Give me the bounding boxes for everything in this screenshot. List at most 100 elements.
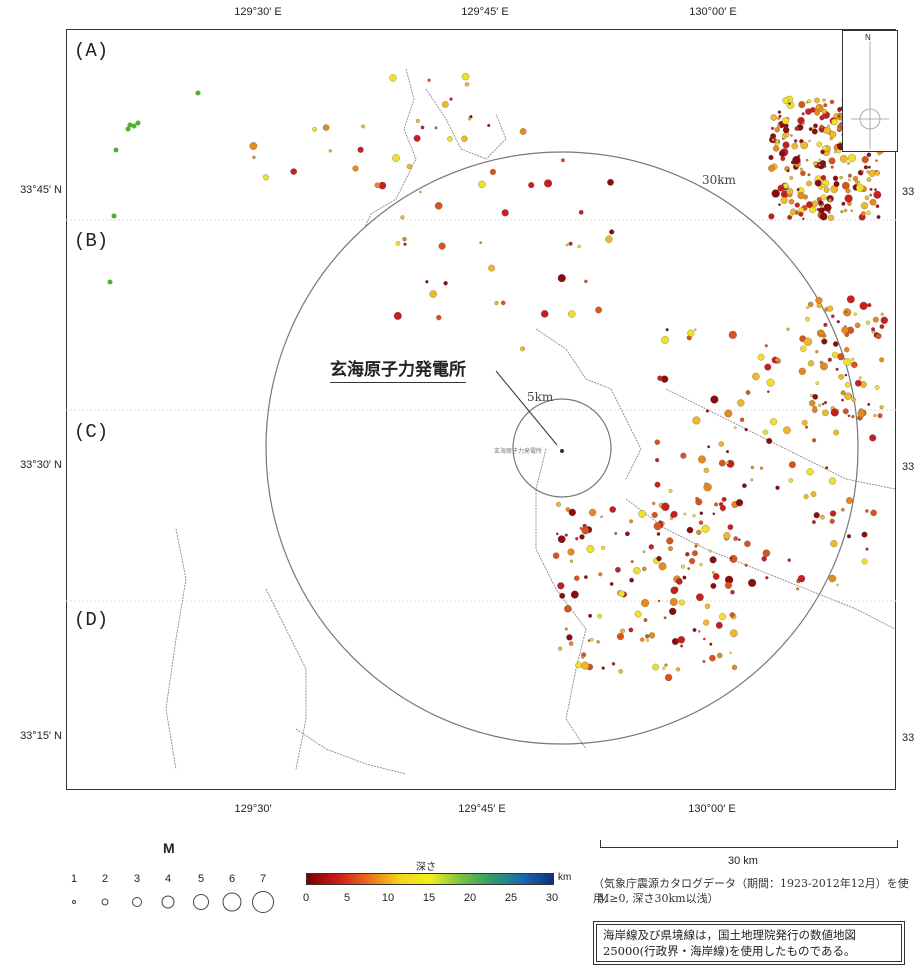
epicenter-dot: [823, 187, 830, 193]
epicenter-dot: [668, 546, 673, 552]
epicenter-dot: [800, 345, 807, 352]
epicenter-dot: [818, 403, 822, 408]
epicenter-dot: [880, 316, 888, 324]
epicenter-dot: [836, 583, 839, 587]
epicenter-dot: [718, 459, 726, 467]
epicenter-dot: [657, 599, 661, 603]
epicenter-dot: [788, 198, 795, 205]
epicenter-dot: [820, 194, 827, 201]
epicenter-dot: [669, 607, 677, 616]
epicenter-dot: [494, 301, 499, 306]
epicenter-dot: [868, 169, 876, 177]
epicenter-dot: [838, 374, 844, 380]
epicenter-dot: [750, 465, 755, 470]
scale-bar: [600, 840, 898, 848]
epicenter-dot: [811, 520, 816, 525]
epicenter-dot: [818, 158, 822, 162]
top-lon-label-3: 130°00′ E: [689, 6, 737, 18]
epicenter-dot: [615, 566, 621, 573]
epicenter-dot: [805, 316, 810, 322]
epicenter-dot: [479, 241, 483, 245]
epicenter-dot: [809, 206, 817, 214]
epicenter-dot: [847, 153, 857, 163]
epicenter-dot: [782, 141, 790, 149]
epicenter-dot: [822, 409, 829, 417]
epicenter-dot: [805, 425, 809, 429]
depth-colorbar: [306, 873, 554, 885]
epicenter-dot: [520, 346, 526, 352]
epicenter-dot: [357, 146, 364, 153]
epicenter-dot: [775, 485, 780, 490]
epicenter-dot: [828, 198, 832, 203]
epicenter-dot: [829, 99, 835, 105]
epicenter-dot: [658, 562, 667, 571]
epicenter-dot: [874, 188, 877, 192]
epicenter-dot: [642, 550, 646, 554]
epicenter-dot: [762, 549, 771, 557]
epicenter-dot: [842, 408, 849, 415]
epicenter-dot: [730, 589, 735, 595]
epicenter-dot: [829, 130, 837, 138]
epicenter-dot: [657, 375, 663, 381]
epicenter-dot: [710, 582, 717, 589]
coastline-source-note: 海岸線及び県境線は，国土地理院発行の数値地図 25000(行政界・海岸線)を使用…: [593, 921, 905, 965]
epicenter-dot: [857, 409, 866, 418]
epicenter-dot: [733, 426, 737, 430]
epicenter-dot: [818, 207, 825, 214]
map-canvas: [66, 68, 896, 775]
epicenter-dot: [803, 494, 809, 500]
epicenter-dot: [710, 395, 719, 404]
epicenter-dot: [609, 229, 615, 235]
epicenter-dot: [841, 202, 846, 206]
epicenter-dot: [584, 575, 588, 579]
epicenter-dot: [818, 329, 825, 336]
bottom-lon-label-1: 129°30′: [234, 803, 272, 815]
epicenter-dot: [249, 142, 258, 150]
epicenter-dot: [777, 110, 782, 114]
epicenter-dot: [699, 511, 704, 515]
epicenter-dot: [818, 200, 823, 206]
epicenter-dot: [823, 103, 828, 108]
epicenter-dot: [565, 507, 571, 512]
epicenter-dot: [488, 264, 495, 272]
epicenter-dot: [609, 506, 616, 513]
epicenter-dot: [803, 337, 813, 346]
epicenter-dot: [816, 141, 823, 148]
epicenter-dot: [774, 127, 780, 133]
epicenter-dot: [415, 118, 420, 123]
epicenter-dot: [861, 531, 868, 538]
epicenter-dot: [724, 409, 733, 418]
epicenter-dot: [759, 466, 764, 470]
epicenter-dot: [704, 482, 708, 486]
epicenter-dot: [821, 108, 827, 115]
epicenter-dot: [809, 400, 816, 407]
epicenter-dot: [858, 376, 862, 380]
epicenter-dot: [262, 174, 269, 181]
epicenter-dot: [721, 496, 727, 502]
zone-label-c: (C): [74, 421, 109, 443]
epicenter-dot: [827, 305, 834, 312]
epicenter-dot: [564, 605, 572, 613]
epicenter-dot: [854, 322, 861, 329]
epicenter-dot: [665, 328, 669, 332]
epicenter-dot: [866, 170, 870, 174]
epicenter-dot: [778, 149, 786, 157]
epicenter-dot: [810, 491, 817, 497]
mag-label-3: 3: [133, 873, 141, 885]
epicenter-dot: [195, 90, 201, 96]
epicenter-dot: [661, 502, 670, 511]
epicenter-dot: [616, 632, 624, 641]
epicenter-dot: [814, 97, 820, 104]
epicenter-dot: [694, 328, 697, 331]
epicenter-dot: [840, 507, 845, 512]
epicenter-dot: [648, 544, 654, 550]
epicenter-dot: [829, 510, 837, 517]
epicenter-dot: [654, 439, 661, 445]
epicenter-dot: [447, 136, 453, 142]
epicenter-dot: [726, 461, 729, 465]
epicenter-dot: [434, 202, 443, 210]
epicenter-dot: [575, 537, 579, 541]
epicenter-dot: [822, 145, 828, 151]
epicenter-dot: [605, 235, 613, 243]
epicenter-dot: [645, 638, 650, 642]
